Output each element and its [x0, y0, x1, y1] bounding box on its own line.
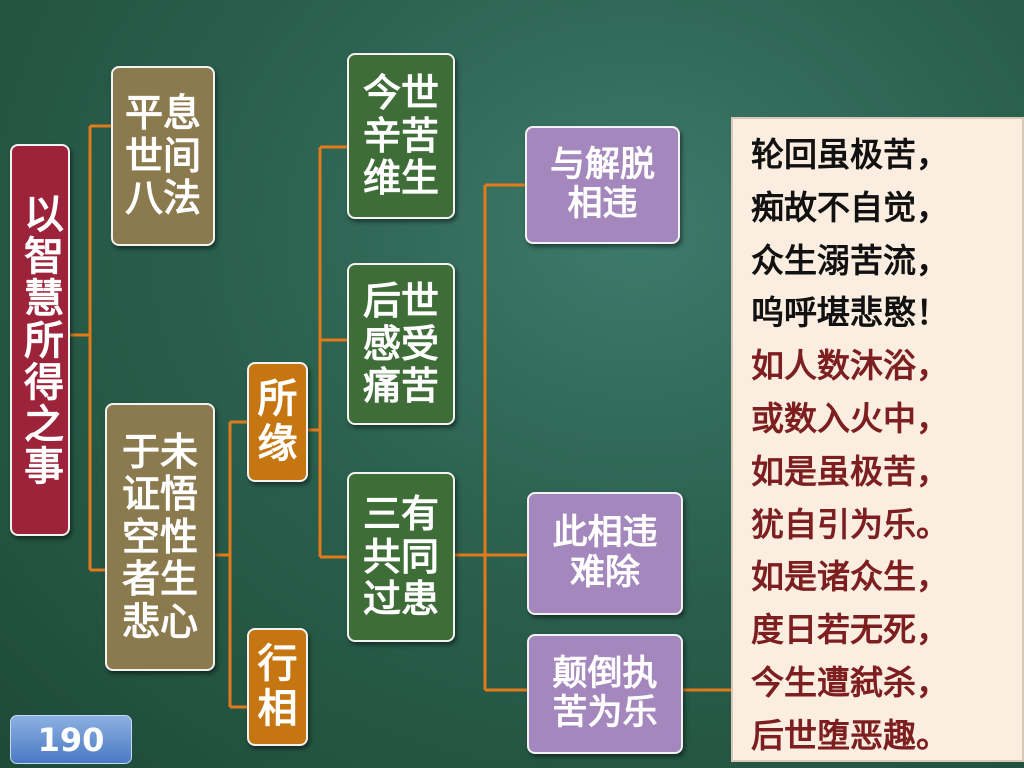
verse-line: 如是诸众生， — [751, 557, 949, 597]
node-common-faults: 三有 共同 过患 — [347, 472, 455, 642]
node-line: 苦为乐 — [552, 693, 658, 733]
node-line: 相违 — [567, 184, 638, 224]
node-line: 世间 — [124, 133, 201, 178]
node-this-life-hardship: 今世 辛苦 维生 — [347, 53, 455, 219]
node-line: 与解脱 — [549, 144, 655, 185]
node-contrary-to-liberation: 与解脱 相违 — [525, 126, 680, 244]
node-object: 所 缘 — [247, 362, 308, 482]
node-line: 者生 — [121, 557, 198, 602]
verse-line: 众生溺苦流， — [751, 240, 949, 280]
node-line: 此相违 — [552, 513, 658, 554]
node-line: 悲心 — [121, 599, 198, 644]
verse-line: 或数入火中， — [751, 398, 949, 438]
verse-line: 犹自引为乐。 — [751, 504, 949, 544]
node-hard-to-remove: 此相违 难除 — [527, 492, 683, 615]
node-line: 后世 — [362, 279, 439, 324]
node-line: 辛苦 — [362, 113, 439, 158]
verse-line: 如人数沐浴， — [751, 346, 949, 386]
node-aspect: 行 相 — [247, 628, 308, 746]
node-line: 所 — [257, 376, 298, 423]
root-label: 以智慧所得之事 — [17, 193, 63, 487]
node-line: 三有 — [362, 492, 439, 537]
node-line: 感受 — [362, 321, 439, 366]
root-node: 以智慧所得之事 — [10, 144, 70, 536]
node-line: 于未 — [121, 429, 198, 474]
node-line: 缘 — [257, 421, 298, 467]
node-line: 过患 — [362, 577, 439, 622]
node-line: 证悟 — [121, 472, 198, 517]
node-line: 八法 — [124, 176, 201, 221]
node-mistaking-suffering: 颠倒执 苦为乐 — [527, 634, 683, 754]
verse-line: 后世堕恶趣。 — [751, 715, 949, 755]
node-line: 空性 — [121, 514, 198, 559]
node-pacify-worldly-dharmas: 平息 世间 八法 — [111, 66, 215, 246]
node-compassion: 于未 证悟 空性 者生 悲心 — [105, 403, 215, 671]
node-line: 行 — [257, 641, 298, 688]
node-line: 痛苦 — [362, 364, 439, 409]
node-line: 平息 — [124, 91, 201, 136]
node-line: 共同 — [362, 534, 439, 579]
node-line: 颠倒执 — [552, 653, 658, 694]
verse-line: 度日若无死， — [751, 610, 949, 650]
page-number-badge: 190 — [10, 715, 132, 764]
verse-line: 痴故不自觉， — [751, 187, 949, 227]
node-line: 维生 — [362, 156, 439, 201]
node-line: 今世 — [362, 71, 439, 116]
node-next-life-suffering: 后世 感受 痛苦 — [347, 263, 455, 425]
verse-line: 呜呼堪悲愍！ — [751, 293, 949, 333]
verse-line: 轮回虽极苦， — [751, 135, 949, 174]
page-number: 190 — [37, 720, 105, 759]
verse-line: 今生遭弑杀， — [751, 662, 949, 702]
verse-line: 如是虽极苦， — [751, 451, 949, 491]
node-line: 相 — [257, 686, 298, 732]
verse-panel: 轮回虽极苦， 痴故不自觉， 众生溺苦流， 呜呼堪悲愍！ 如人数沐浴， 或数入火中… — [731, 117, 1024, 762]
node-line: 难除 — [569, 552, 640, 593]
